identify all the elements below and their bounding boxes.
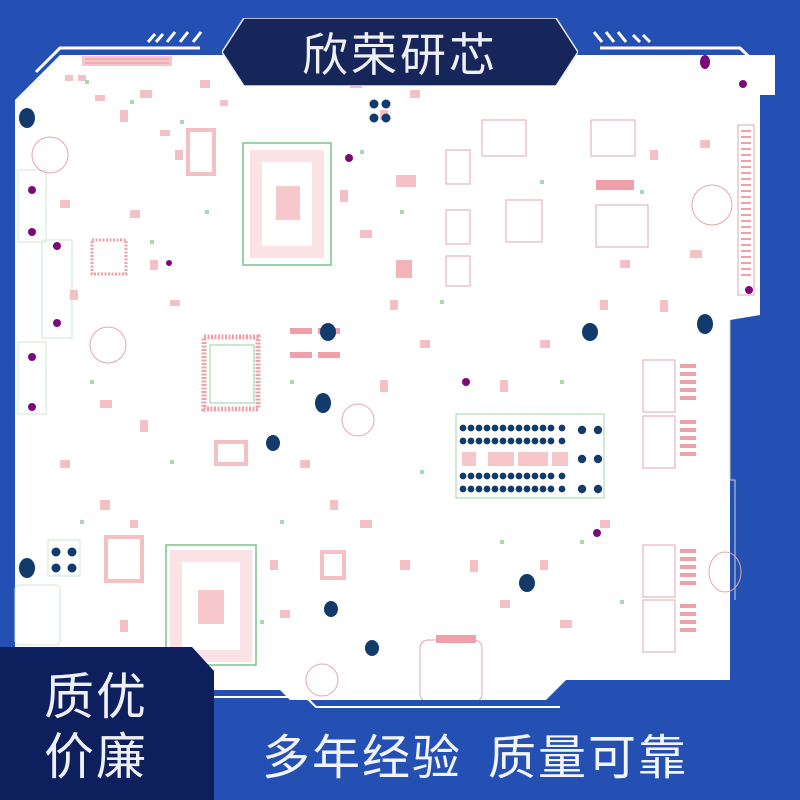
badge-line-quality: 质优 (44, 668, 148, 726)
title-banner (222, 18, 578, 86)
mounting-holes (19, 99, 713, 656)
badge-panel (0, 647, 214, 800)
brand-title: 欣荣研芯 (302, 28, 498, 82)
slogan-experience: 多年经验 (262, 730, 463, 786)
connector-array (455, 413, 605, 499)
bga-chip-bottom (165, 544, 257, 666)
badge-line-price: 价廉 (44, 728, 148, 786)
slogan: 多年经验 质量可靠 (262, 722, 792, 786)
bga-chip-top (242, 142, 332, 266)
pcb-board (15, 55, 775, 710)
qfp-chip (201, 334, 261, 412)
slogan-reliable: 质量可靠 (488, 730, 689, 786)
